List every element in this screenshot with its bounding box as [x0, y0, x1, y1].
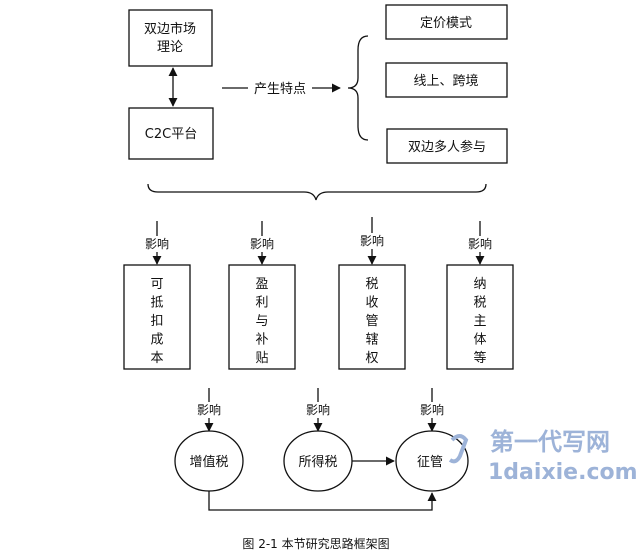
- profit-label: 盈利与补贴: [255, 277, 268, 366]
- influence-4-label: 影响: [468, 236, 492, 251]
- watermark-brand: 第一代写网: [490, 428, 610, 456]
- watermark-logo-icon: [448, 434, 469, 464]
- online-box: [385, 62, 508, 98]
- theory-box: [128, 9, 213, 67]
- vat-label: 增值税: [189, 454, 228, 470]
- figure-caption: 图 2-1 本节研究思路框架图: [242, 536, 389, 551]
- theory-label-line2: 理论: [157, 40, 183, 55]
- collection-node: [395, 430, 469, 492]
- c2c-label: C2C平台: [145, 127, 197, 142]
- pricing-label: 定价模式: [420, 16, 472, 31]
- participants-label: 双边多人参与: [408, 139, 486, 155]
- participants-box: [386, 128, 508, 164]
- online-label: 线上、跨境: [413, 74, 478, 89]
- deduct-label: 可抵扣成本: [150, 277, 163, 366]
- influence-3-label: 影响: [360, 233, 384, 248]
- watermark: 第一代写网 1daixie.com: [448, 428, 638, 485]
- features-label: 产生特点: [254, 82, 306, 97]
- vat-collection-arrow: [208, 491, 437, 511]
- income-label: 所得税: [298, 454, 337, 470]
- c2c-box: [128, 107, 214, 160]
- influence-6-label: 影响: [306, 402, 330, 417]
- profit-box: [228, 264, 296, 370]
- watermark-url: 1daixie.com: [488, 460, 638, 485]
- deduct-box: [123, 264, 191, 370]
- influence-1-label: 影响: [145, 236, 169, 251]
- taxmgmt-label: 税收管辖权: [365, 277, 378, 366]
- taxpayer-box: [446, 264, 514, 370]
- collection-label: 征管: [417, 455, 443, 470]
- pricing-box: [385, 4, 508, 40]
- influence-2-label: 影响: [250, 236, 274, 251]
- taxpayer-label: 纳税主体等: [473, 277, 486, 366]
- influence-7-label: 影响: [420, 402, 444, 417]
- taxmgmt-box: [338, 264, 406, 370]
- influence-5-label: 影响: [197, 402, 221, 417]
- features-brace: [347, 35, 369, 141]
- theory-label-line1: 双边市场: [144, 21, 196, 37]
- bottom-brace: [147, 183, 487, 201]
